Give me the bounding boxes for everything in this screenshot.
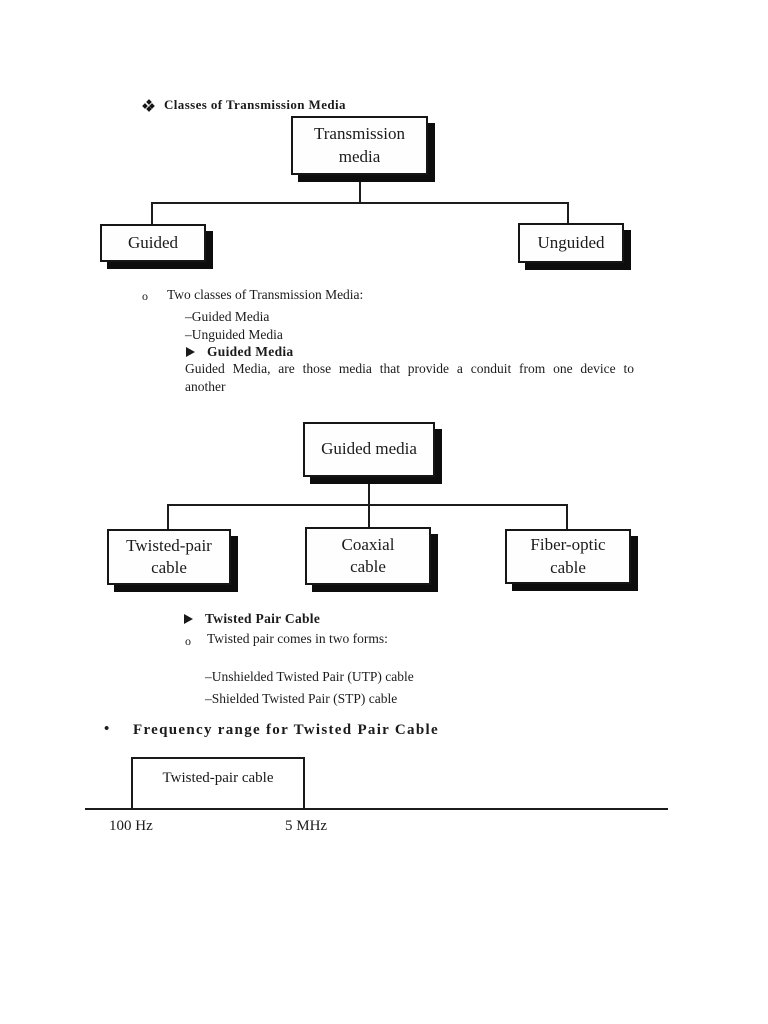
- notes1-subheading: Guided Media: [207, 344, 294, 359]
- list-item: –Guided Media: [185, 309, 270, 324]
- node-guided-media: Guided media: [303, 422, 435, 477]
- right-arrowhead-icon: [184, 614, 193, 624]
- four-diamond-icon: [142, 99, 155, 112]
- notes2-subheading: Twisted Pair Cable: [205, 611, 321, 626]
- frequency-axis: [85, 808, 668, 810]
- page-heading: Classes of Transmission Media: [164, 97, 346, 112]
- list-item: –Unshielded Twisted Pair (UTP) cable: [205, 669, 414, 684]
- connector-drop-guided: [151, 202, 153, 225]
- circle-bullet: o: [142, 289, 148, 303]
- circle-bullet: o: [185, 634, 191, 648]
- list-item: –Shielded Twisted Pair (STP) cable: [205, 691, 398, 706]
- node-twisted-pair-cable: Twisted-pair cable: [107, 529, 231, 585]
- body-text-line: Guided Media, are those media that provi…: [185, 361, 634, 376]
- list-item: –Unguided Media: [185, 327, 283, 342]
- connector-horizontal-1: [151, 202, 569, 204]
- dot-bullet: •: [104, 721, 110, 737]
- notes2-intro: Twisted pair comes in two forms:: [207, 631, 388, 646]
- node-guided: Guided: [100, 224, 206, 262]
- freq-min-label: 100 Hz: [109, 818, 153, 834]
- body-text-line: another: [185, 379, 226, 394]
- node-unguided: Unguided: [518, 223, 624, 263]
- connector-drop-fiber: [566, 504, 568, 530]
- connector-root-down: [359, 174, 361, 204]
- connector-drop-twisted: [167, 504, 169, 530]
- frequency-heading: Frequency range for Twisted Pair Cable: [133, 722, 439, 738]
- connector-horizontal-2: [167, 504, 568, 506]
- frequency-band-box: Twisted-pair cable: [131, 757, 305, 810]
- connector-drop-unguided: [567, 202, 569, 224]
- right-arrowhead-icon: [186, 347, 195, 357]
- node-fiber-optic-cable: Fiber-optic cable: [505, 529, 631, 584]
- connector-root-down-2: [368, 476, 370, 506]
- freq-max-label: 5 MHz: [285, 818, 328, 834]
- connector-drop-coaxial: [368, 504, 370, 530]
- notes1-intro: Two classes of Transmission Media:: [167, 287, 364, 302]
- node-transmission-media: Transmission media: [291, 116, 428, 175]
- node-coaxial-cable: Coaxial cable: [305, 527, 431, 585]
